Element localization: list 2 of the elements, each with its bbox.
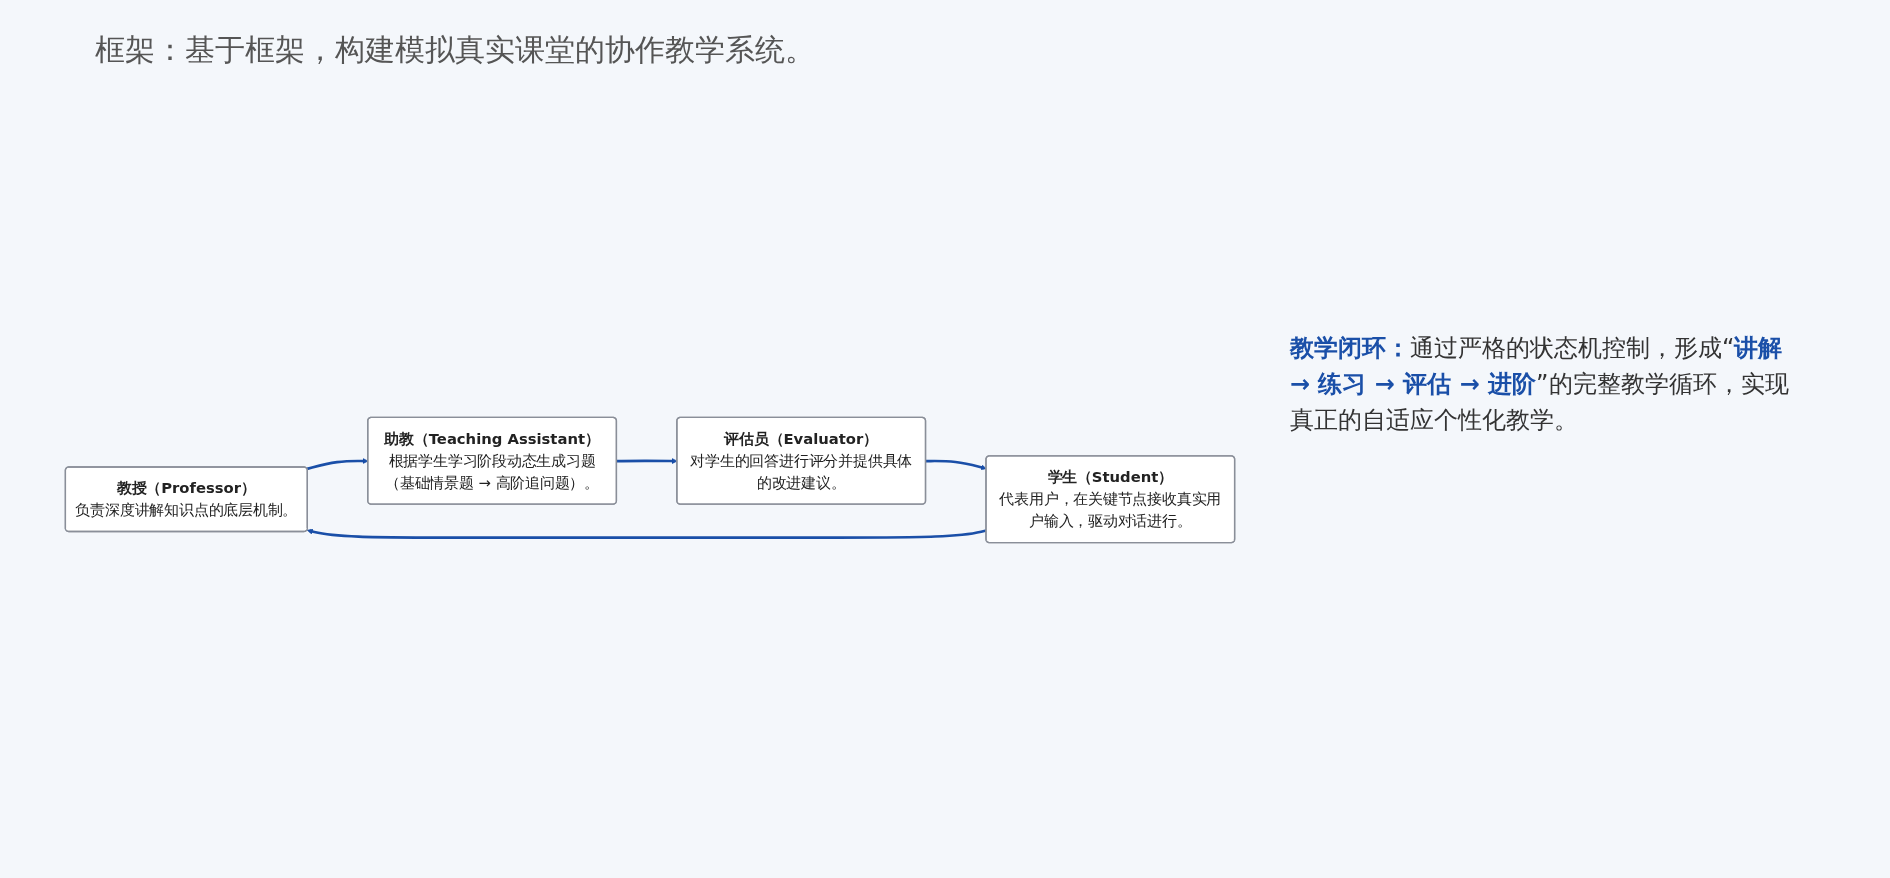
title: 框架：基于框架，构建模拟真实课堂的协作教学系统。 (95, 31, 815, 69)
note-text: 教学闭环：通过严格的状态机控制，形成“讲解 → 练习 → 评估 → 进阶”的完整教学循环，实现真正的自适应个性化教学。 (1290, 333, 1790, 436)
